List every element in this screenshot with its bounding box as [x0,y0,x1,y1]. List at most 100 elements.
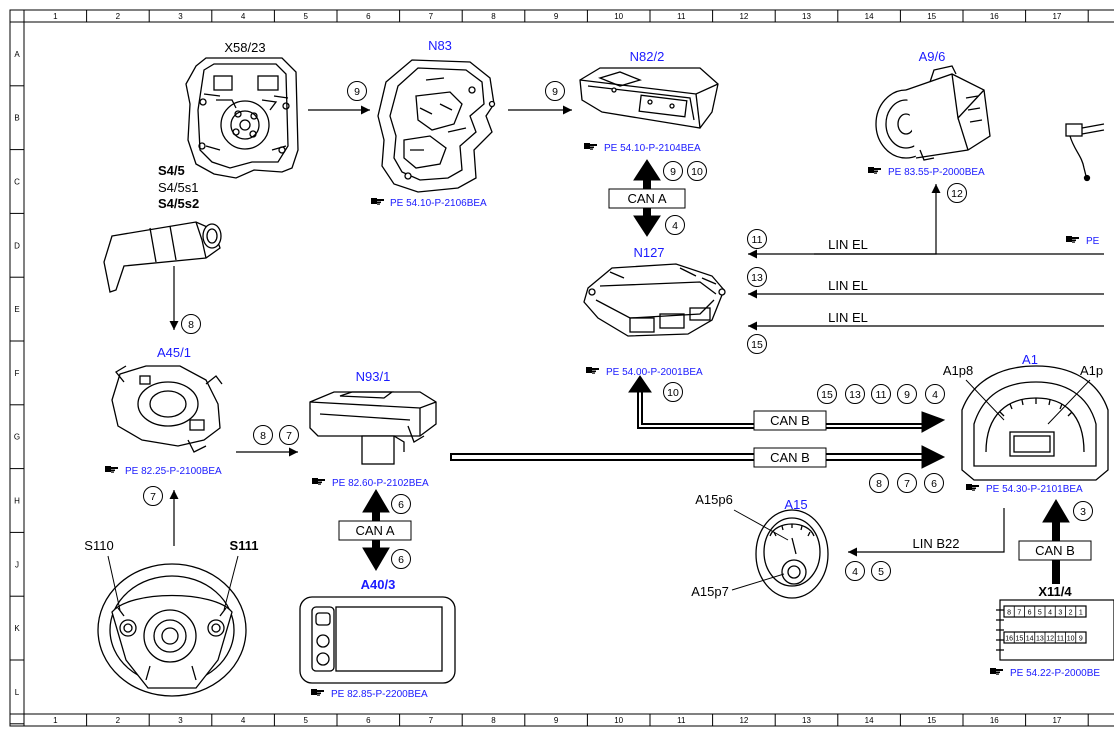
a9-6-label: A9/6 [919,49,946,64]
n82-2-ref: PE 54.10-P-2104BEA [604,143,701,154]
ruler-row-label: H [14,497,20,506]
ruler-column-label: 6 [366,12,371,21]
ruler-column-label: 3 [178,12,183,21]
signal-number: 9 [354,86,360,98]
signal-number: 5 [878,566,884,578]
x58-23-label: X58/23 [224,40,265,55]
signal-number-circle [925,384,945,404]
pointing-hand-icon [312,478,325,485]
ruler-column-label: 9 [554,716,559,725]
can-a-label-upper: CAN A [627,191,666,206]
connector-pin-label: 11 [1057,636,1064,643]
a15-label: A15 [784,497,807,512]
ruler-column-label: 11 [677,716,686,725]
ruler-ticks [10,10,1089,726]
can-b-label-lower: CAN B [770,450,810,465]
ruler-column-label: 3 [178,716,183,725]
signal-number: 13 [751,272,763,284]
bus-labels: CAN A CAN A CAN B CAN B CAN B LIN EL LIN… [355,191,1074,558]
ruler-row-label: F [15,369,20,378]
ruler-column-label: 5 [303,716,308,725]
signal-number: 7 [150,491,156,503]
connector-pin-label: 13 [1036,636,1044,643]
connector-pin-label: 7 [1017,610,1021,617]
ruler-column-label: 7 [429,716,434,725]
ruler-column-label: 17 [1052,12,1061,21]
ruler-column-label: 16 [990,716,999,725]
signal-number: 6 [931,478,937,490]
a1p-label: A1p [1080,363,1103,378]
n127-ref: PE 54.00-P-2001BEA [606,367,703,378]
signal-number: 6 [398,554,404,566]
x58-23-module-drawing [185,57,299,179]
signal-number-circle [947,183,967,203]
connector-pin-label: 16 [1005,636,1013,643]
x11-4-ref: PE 54.22-P-2000BE [1010,668,1100,679]
signal-number: 10 [667,387,679,399]
pointing-hand-icon [311,689,324,696]
ruler-row-label: E [14,305,19,314]
connector-pin-label: 9 [1079,636,1083,643]
a15p6-label: A15p6 [695,492,733,507]
connector-pin-label: 10 [1067,636,1075,643]
ruler-row-label: D [14,241,20,250]
connector-pin-label: 12 [1046,636,1054,643]
signal-number-circle [253,425,273,445]
n93-1-label: N93/1 [356,369,391,384]
signal-number-circle [181,314,201,334]
signal-number-circle [687,161,707,181]
ruler-row-label: J [15,560,19,569]
connector-pin-label: 14 [1026,636,1034,643]
n82-2-label: N82/2 [630,49,665,64]
connector-pin-label: 4 [1048,610,1052,617]
partial-sensor-drawing [1065,123,1105,182]
ruler-column-label: 10 [614,716,623,725]
ruler-labels: 1122334455667788991010111112121313141415… [14,12,1062,725]
connector-pin-label: 6 [1028,610,1032,617]
can-b-label-right: CAN B [1035,543,1075,558]
leader-lines [107,379,1091,611]
ruler-column-label: 15 [927,12,936,21]
can-a-label-lower: CAN A [355,523,394,538]
ruler-column-label: 8 [491,716,496,725]
ruler-row-label: B [14,114,19,123]
right-edge-ref: PE [1086,236,1100,247]
ruler-row-label: K [14,624,20,633]
ruler-column-label: 9 [554,12,559,21]
s4-5s2-label: S4/5s2 [158,196,199,211]
connector-pin-label: 15 [1015,636,1023,643]
a1p8-label: A1p8 [943,363,973,378]
signal-number-circle [143,486,163,506]
ruler-column-label: 1 [53,12,58,21]
signal-number-circle [347,81,367,101]
x11-4-label: X11/4 [1038,584,1072,599]
ruler-column-label: 12 [739,12,748,21]
ruler-row-label: C [14,178,20,187]
s110-label: S110 [84,538,113,553]
signal-number-circle [663,161,683,181]
signal-number: 6 [398,499,404,511]
ruler-column-label: 16 [990,12,999,21]
signal-number: 15 [821,389,833,401]
connector-pin-label: 8 [1007,610,1011,617]
signal-number-circle [545,81,565,101]
a40-3-display-drawing [299,596,456,684]
ruler-row-label: A [14,50,20,59]
signal-number-circle [747,267,767,287]
n83-ref: PE 54.10-P-2106BEA [390,198,487,209]
connector-pin-label: 5 [1038,610,1042,617]
signal-number-circle [897,384,917,404]
ruler-column-label: 17 [1052,716,1061,725]
ruler-column-label: 1 [53,716,58,725]
pointing-hand-icon [105,466,118,473]
signal-number: 9 [904,389,910,401]
signal-number-circle [845,561,865,581]
ruler-column-label: 2 [116,716,121,725]
a9-6-compressor-drawing [875,65,991,161]
signal-number: 11 [752,234,763,246]
signal-number: 4 [672,220,678,232]
ruler-column-label: 15 [927,716,936,725]
signal-number-circle [869,473,889,493]
